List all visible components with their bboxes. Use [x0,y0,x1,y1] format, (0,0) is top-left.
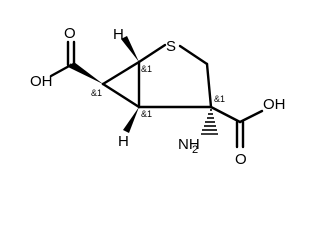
stereo-label-c1: &1 [141,64,152,74]
wedge-bond-c5-h-bottom [123,107,139,133]
molecule-structure: S OH O OH O H H NH 2 &1 &1 &1 &1 [30,25,286,168]
wedge-bond-c6-cooh-body [68,62,103,84]
bond-c1-c6 [101,60,141,86]
stereo-label-c5: &1 [141,109,152,119]
bond-cooh-left-c-to-oh [49,63,73,78]
stereo-label-c6: &1 [91,88,102,98]
atom-oh-left: OH [30,73,53,90]
bond-c1-s [137,43,167,64]
bond-cooh-right-c-to-oh [238,109,264,124]
stereo-label-c4: &1 [214,94,225,104]
bond-c6-c5 [101,82,141,109]
atom-o-right: O [235,151,247,168]
bond-c3-c4 [205,62,213,109]
atom-sulfur: S [166,38,176,55]
wedge-bond-c1-h-top [121,36,139,62]
bond-s-c3 [178,44,209,66]
atom-h-bottom: H [118,133,129,150]
atom-amino-h: NH [178,136,200,153]
atom-o-left: O [64,25,76,42]
hashed-bond-c4-nh2 [201,109,218,135]
atom-amino-group: NH [178,136,200,153]
atom-h-top: H [113,26,124,43]
atom-amino-subscript: 2 [192,144,198,156]
atom-oh-right: OH [263,96,286,113]
bond-c4-to-cooh-right [209,105,242,124]
